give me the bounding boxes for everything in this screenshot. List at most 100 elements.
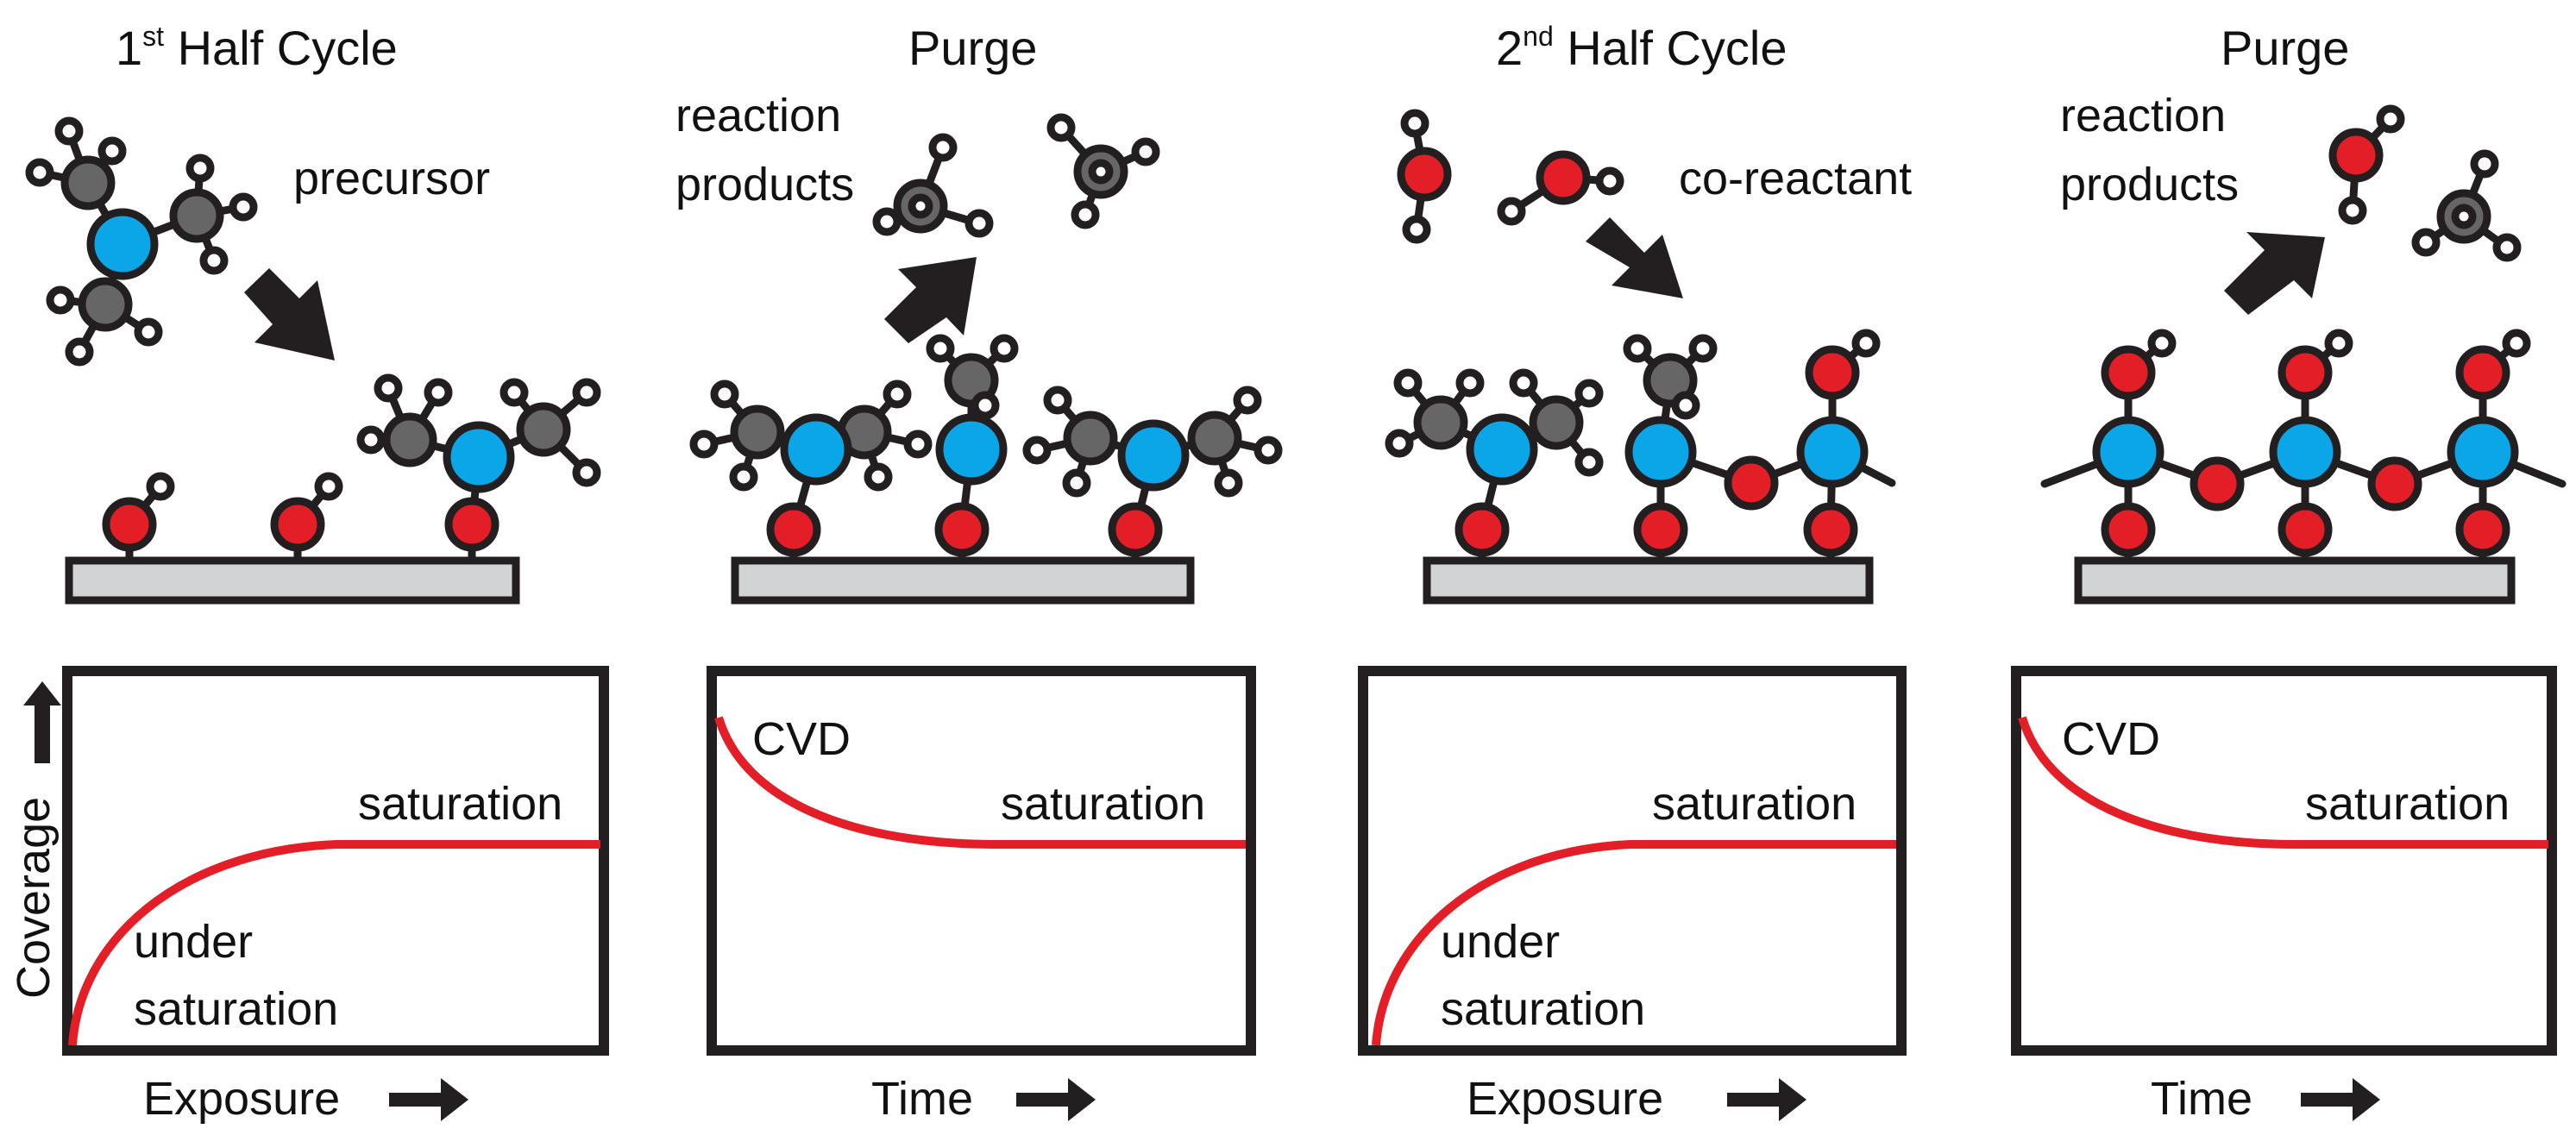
substrate-1 <box>65 556 520 605</box>
co-reactant-label: co-reactant <box>1679 153 1912 204</box>
hydrogen-atom-124 <box>1400 109 1429 138</box>
x-axis-arrow-1 <box>389 1078 468 1121</box>
x-axis-label-3: Exposure <box>1467 1073 1663 1125</box>
reaction-products-label-2b: products <box>2060 159 2239 210</box>
hydrogen-atom-83 <box>971 391 1000 420</box>
oxygen-atom-157 <box>1633 502 1688 557</box>
oxygen-atom-135 <box>1454 502 1510 557</box>
panel-1-title: 1st Half Cycle <box>116 21 398 75</box>
oxygen-atom-202 <box>2190 456 2245 511</box>
substrate-4 <box>2074 556 2516 605</box>
hydrogen-atom-23 <box>229 192 258 222</box>
hydrogen-atom-148 <box>1574 379 1604 408</box>
center-hydrogen-117 <box>1088 159 1114 185</box>
chart-frame-4 <box>2011 666 2557 1056</box>
panel-2-title: Purge <box>908 21 1037 75</box>
adsorption-curve-2 <box>1372 840 1896 1046</box>
oxygen-atom-165 <box>1724 455 1779 511</box>
metal-atom-174 <box>1796 416 1869 488</box>
chart-frame-3 <box>1358 666 1907 1056</box>
hydrogen-atom-120 <box>1071 200 1100 229</box>
hydrogen-atom-49 <box>499 378 529 407</box>
oxygen-atom-89 <box>1108 502 1163 557</box>
x-axis-label-4: Time <box>2151 1073 2252 1125</box>
hydrogen-atom-16 <box>25 158 54 187</box>
under-label-2: under <box>1441 916 1560 968</box>
saturation-label-4: saturation <box>2305 778 2510 830</box>
hydrogen-atom-43 <box>356 425 386 455</box>
hydrogen-atom-142 <box>1455 368 1485 398</box>
hydrogen-atom-110 <box>928 133 958 162</box>
ligand-atom-100 <box>1187 411 1242 466</box>
hydrogen-atom-51 <box>572 458 601 487</box>
arrow-adsorb-1 <box>244 268 335 361</box>
arrow-adsorb-2 <box>1586 217 1683 298</box>
hydrogen-atom-187 <box>2147 329 2177 358</box>
x-axis-label-1: Exposure <box>143 1073 340 1125</box>
hydrogen-atom-81 <box>926 334 955 363</box>
hydrogen-atom-111 <box>872 207 902 236</box>
hydrogen-atom-101 <box>1233 386 1262 415</box>
metal-atom-204 <box>2092 416 2164 488</box>
substrate-3 <box>1423 556 1874 605</box>
under-saturation-label-1: saturation <box>134 983 338 1035</box>
hydrogen-atom-95 <box>1022 436 1052 465</box>
oxygen-atom-172 <box>1805 345 1860 400</box>
hydrogen-atom-129 <box>1497 197 1526 226</box>
oxygen-atom-171 <box>1803 502 1858 557</box>
oxygen-atom-6 <box>270 497 325 552</box>
hydrogen-atom-164 <box>1671 391 1700 420</box>
arrow-desorb-1 <box>884 257 977 343</box>
hydrogen-atom-149 <box>1574 448 1604 477</box>
hydrogen-atom-218 <box>2411 228 2441 257</box>
hydrogen-atom-103 <box>1214 468 1243 498</box>
center-hydrogen-216 <box>2451 204 2477 229</box>
hydrogen-atom-63 <box>689 430 719 459</box>
reaction-products-label-1b: products <box>675 159 854 210</box>
hydrogen-atom-30 <box>65 337 94 367</box>
metal-atom-84 <box>935 413 1008 486</box>
hydrogen-atom-64 <box>729 462 758 492</box>
metal-atom-205 <box>2269 416 2341 488</box>
chart-frame-2 <box>707 666 1256 1056</box>
hydrogen-atom-50 <box>572 378 601 407</box>
hydrogen-atom-24 <box>199 246 229 275</box>
x-axis-label-2: Time <box>871 1073 973 1125</box>
hydrogen-atom-102 <box>1253 436 1283 465</box>
hydrogen-atom-130 <box>1595 166 1624 196</box>
oxygen-atom-199 <box>2455 502 2510 557</box>
hydrogen-atom-118 <box>1046 113 1076 142</box>
oxygen-atom-123 <box>1397 147 1452 202</box>
ligand-atom-28 <box>78 277 133 332</box>
ligand-atom-93 <box>1063 411 1118 466</box>
desorption-curve-2 <box>2018 716 2548 849</box>
hydrogen-atom-173 <box>1851 329 1881 358</box>
oxygen-atom-193 <box>2278 345 2333 400</box>
ligand-atom-21 <box>169 188 224 243</box>
panel-4-title: Purge <box>2221 21 2349 75</box>
hydrogen-atom-7 <box>314 472 343 501</box>
hydrogen-atom-125 <box>1402 215 1431 244</box>
ligand-atom-14 <box>60 155 116 210</box>
precursor-label: precursor <box>293 153 490 204</box>
hydrogen-atom-69 <box>883 379 912 409</box>
hydrogen-atom-71 <box>864 462 893 492</box>
oxygen-atom-37 <box>444 497 499 552</box>
metal-atom-166 <box>1624 416 1697 488</box>
hydrogen-atom-112 <box>964 209 994 238</box>
oxygen-atom-200 <box>2455 345 2510 400</box>
hydrogen-atom-17 <box>97 136 127 166</box>
hydrogen-atom-62 <box>710 379 739 409</box>
metal-atom-104 <box>1117 419 1190 492</box>
hydrogen-atom-15 <box>54 116 84 146</box>
hydrogen-atom-140 <box>1393 368 1423 398</box>
hydrogen-atom-31 <box>134 317 163 347</box>
substrate-2 <box>731 556 1195 605</box>
adsorption-curve-1 <box>68 840 600 1046</box>
x-axis-arrow-3 <box>1727 1078 1806 1121</box>
saturation-label-2: saturation <box>1001 778 1205 830</box>
molecule-layer <box>25 104 2567 565</box>
cvd-label-2: CVD <box>2062 713 2160 765</box>
